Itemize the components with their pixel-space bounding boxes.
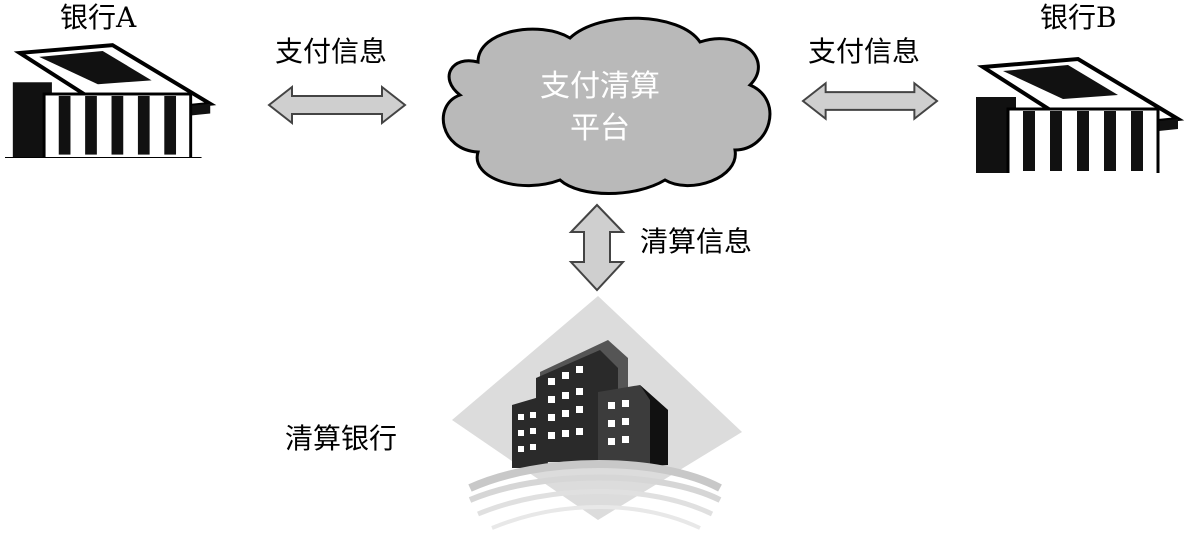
- left-double-arrow-icon: [268, 86, 406, 124]
- clearing-info-label: 清算信息: [640, 225, 753, 258]
- bank-a-building-icon: [5, 45, 218, 178]
- platform-label: 支付清算 平台: [500, 66, 700, 150]
- vertical-double-arrow-icon: [568, 203, 626, 292]
- bank-b-building-icon: [968, 59, 1186, 195]
- platform-label-line1: 支付清算: [540, 69, 660, 104]
- platform-label-line2: 平台: [570, 111, 630, 146]
- platform-cloud-icon: [441, 16, 772, 195]
- clearing-bank-buildings-icon: [452, 296, 742, 530]
- bank-b-label: 银行B: [1040, 1, 1117, 34]
- right-double-arrow-icon: [801, 82, 939, 120]
- payment-info-right-label: 支付信息: [808, 35, 921, 68]
- payment-info-left-label: 支付信息: [275, 35, 388, 68]
- clearing-bank-label: 清算银行: [285, 422, 398, 455]
- bank-a-label: 银行A: [60, 1, 137, 34]
